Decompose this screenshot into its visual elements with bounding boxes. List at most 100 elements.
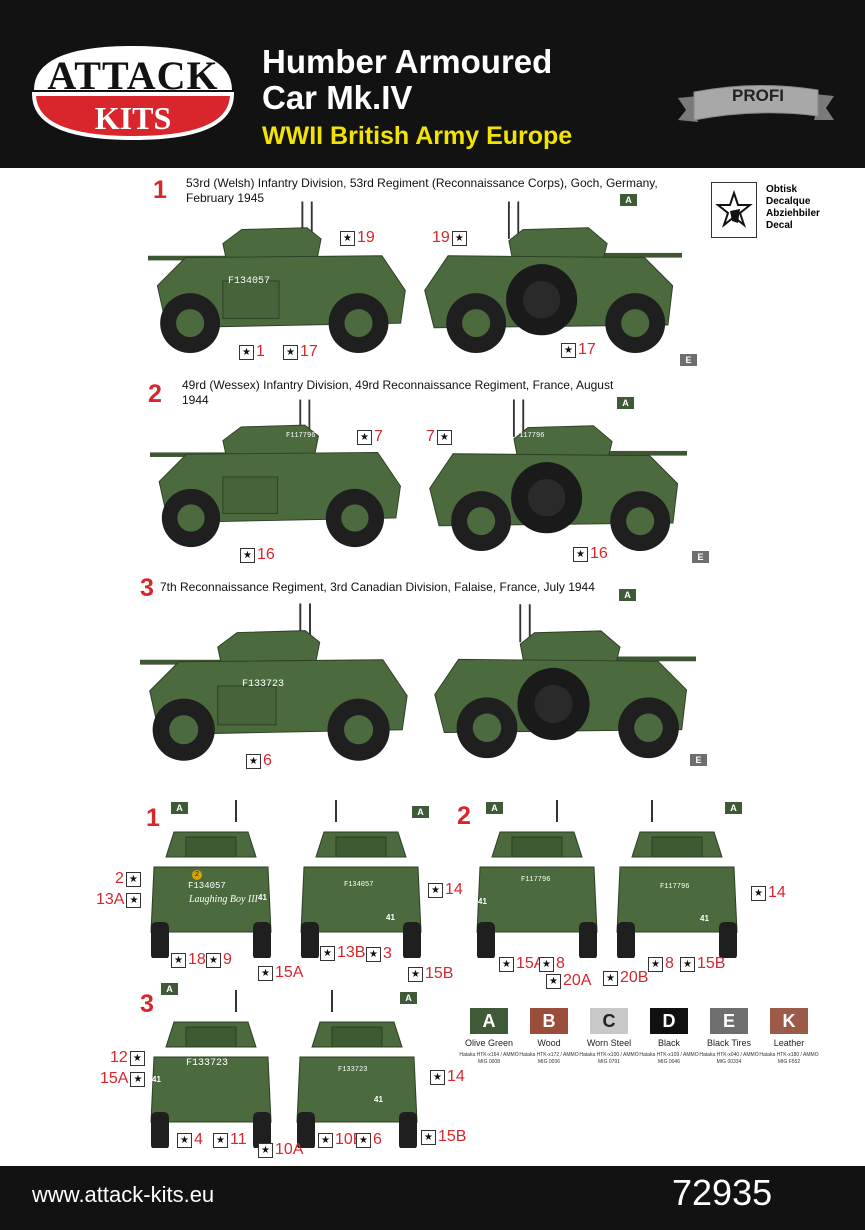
profi-ribbon	[678, 84, 834, 122]
callout-16-left: ★16	[240, 546, 275, 564]
views-number-1: 1	[146, 804, 160, 832]
swatch-name-e: Black Tires	[706, 1038, 751, 1048]
swatch-code-e: Hataka HTK-x040 / AMMO MIG 00334	[699, 1052, 759, 1065]
tag-a-front-3: A	[161, 983, 178, 995]
front-view-1	[146, 800, 276, 958]
decal-legend-text: Obtisk Decalque Abziehbiler Decal	[766, 184, 820, 231]
callout-18: ★18	[171, 951, 206, 969]
callout-19-right: 19★	[432, 229, 467, 247]
swatch-name-c: Worn Steel	[586, 1038, 632, 1048]
scheme-number-1: 1	[153, 176, 167, 204]
front-view-3	[146, 990, 276, 1148]
header-bar: ATTACK KITS Humber Armoured Car Mk.IV WW…	[0, 0, 865, 168]
footer-bar: www.attack-kits.eu 72935	[0, 1166, 865, 1230]
unit-41-front-2: 41	[478, 897, 487, 906]
logo-bottom-text: KITS	[94, 100, 172, 136]
swatch-e: E	[710, 1008, 748, 1034]
callout-10a: ★10A	[258, 1141, 303, 1159]
vehicle-side-left-1	[148, 198, 410, 364]
swatch-k: K	[770, 1008, 808, 1034]
callout-20b: ★20B	[603, 969, 648, 987]
serial-rear-1: F134057	[344, 881, 374, 889]
rear-view-1	[296, 800, 426, 958]
callout-14-1: ★14	[428, 881, 463, 899]
callout-6-rear: ★6	[356, 1131, 382, 1149]
callout-17-left: ★17	[283, 343, 318, 361]
callout-15b-3: ★15B	[421, 1128, 466, 1146]
attack-kits-logo	[31, 46, 235, 141]
decal-legend-box	[711, 182, 757, 238]
catalog-number: 72935	[672, 1172, 773, 1213]
callout-1: ★1	[239, 343, 265, 361]
subtitle: WWII British Army Europe	[262, 122, 573, 150]
callout-14-3: ★14	[430, 1068, 465, 1086]
serial-3: F133723	[242, 679, 285, 690]
callout-4: ★4	[177, 1131, 203, 1149]
callout-6: ★6	[246, 752, 272, 770]
serial-front-3: F133723	[186, 1058, 229, 1069]
logo-top-text: ATTACK	[47, 53, 219, 98]
unit-41-rear-3: 41	[374, 1095, 383, 1104]
cidar-label: CIDAR	[202, 1050, 221, 1056]
callout-3: ★3	[366, 945, 392, 963]
front-view-2	[472, 800, 602, 958]
tag-e-3: E	[690, 754, 707, 766]
title-line-2: Car Mk.IV	[262, 79, 413, 116]
tag-a-front-1: A	[171, 802, 188, 814]
tag-a-1: A	[620, 194, 637, 206]
star-icon	[715, 189, 753, 228]
vehicle-side-left-2	[150, 396, 405, 558]
callout-16-right: ★16	[573, 545, 608, 563]
tag-a-rear-3: A	[400, 992, 417, 1004]
unit-41-front-3: 41	[152, 1075, 161, 1084]
profi-badge: PROFI	[732, 86, 784, 105]
swatch-code-k: Hataka HTK-x180 / AMMO MIG F552	[759, 1052, 819, 1065]
serial-rear-3: F133723	[338, 1066, 368, 1074]
callout-15b-2: ★15B	[680, 955, 725, 973]
views-number-3: 3	[140, 990, 154, 1018]
serial-1: F134057	[228, 276, 271, 287]
callout-15a-3: 15A★	[100, 1070, 146, 1088]
tag-e-1: E	[680, 354, 697, 366]
tag-a-2: A	[617, 397, 634, 409]
scheme-number-2: 2	[148, 380, 162, 408]
swatch-code-b: Hataka HTK-x172 / AMMO MIG 0036	[519, 1052, 579, 1065]
unit-41-rear-1: 41	[386, 913, 395, 922]
callout-14-2: ★14	[751, 884, 786, 902]
callout-2-front: 2★	[115, 870, 141, 888]
title-line-1: Humber Armoured	[262, 43, 553, 80]
swatch-code-d: Hataka HTK-x109 / AMMO MIG 0046	[639, 1052, 699, 1065]
scheme-caption-3: 7th Reconnaissance Regiment, 3rd Canadia…	[160, 580, 595, 594]
callout-15b-1: ★15B	[408, 965, 453, 983]
tag-a-3: A	[619, 589, 636, 601]
plate-2-front-1: 2	[192, 870, 202, 880]
swatch-name-k: Leather	[773, 1038, 805, 1048]
tag-e-2: E	[692, 551, 709, 563]
unit-41-rear-2: 41	[700, 914, 709, 923]
swatch-name-a: Olive Green	[464, 1038, 514, 1048]
rear-view-2	[612, 800, 742, 958]
callout-8-rear: ★8	[648, 955, 674, 973]
serial-rear-2: F117796	[660, 883, 690, 891]
serial-front-1: F134057	[188, 881, 226, 891]
callout-7-right: 7★	[426, 428, 452, 446]
scheme-caption-1: 53rd (Welsh) Infantry Division, 53rd Reg…	[186, 176, 658, 205]
website: www.attack-kits.eu	[32, 1182, 215, 1207]
serial-2-right: F117796	[515, 432, 545, 440]
callout-8-front: ★8	[539, 955, 565, 973]
callout-19-left: ★19	[340, 229, 375, 247]
swatch-code-c: Hataka HTK-x100 / AMMO MIG 0791	[579, 1052, 639, 1065]
nickname: Laughing Boy III	[189, 894, 258, 905]
callout-12: 12★	[110, 1049, 145, 1067]
vehicle-side-right-1	[420, 198, 682, 364]
callout-7-left: ★7	[357, 428, 383, 446]
swatch-b: B	[530, 1008, 568, 1034]
unit-41-front-1: 41	[258, 893, 267, 902]
rear-view-3	[292, 990, 422, 1148]
scheme-number-3: 3	[140, 574, 154, 602]
tag-a-front-2: A	[486, 802, 503, 814]
swatch-name-b: Wood	[537, 1038, 561, 1048]
swatch-code-a: Hataka HTK-x164 / AMMO MIG 0008	[459, 1052, 519, 1065]
callout-15a-1: ★15A	[258, 964, 303, 982]
